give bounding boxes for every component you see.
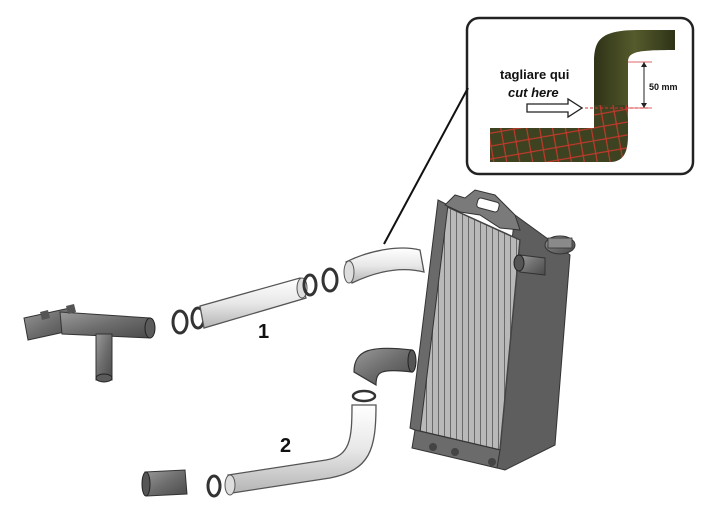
callout-leader-line (383, 87, 469, 245)
cut-arrow-icon (526, 97, 584, 119)
radiator (409, 189, 576, 471)
hose-clamp (302, 273, 318, 297)
lower-hose-elbow (353, 347, 413, 387)
inset-hose-upper (594, 30, 675, 105)
detail-callout: 50 mm tagliare qui cut here (465, 16, 695, 176)
hose-clamp (351, 389, 377, 403)
cut-instruction-en: cut here (508, 85, 559, 100)
inset-hose-mesh (490, 105, 628, 162)
lower-hose-sleeve (144, 469, 188, 497)
upper-hose-assembly: 1 (23, 247, 425, 383)
radiator-top-bracket (444, 189, 521, 231)
hose-clamp (321, 267, 339, 293)
label-lower-hose: 2 (280, 435, 291, 457)
t-fitting (23, 304, 156, 383)
dimension-label: 50 mm (649, 82, 678, 92)
lower-hose-assembly: 2 (141, 347, 417, 498)
cut-instruction-it: tagliare qui (500, 67, 569, 82)
label-upper-hose: 1 (258, 321, 269, 343)
upper-hose-curved (345, 247, 425, 284)
hose-clamp (171, 309, 189, 335)
upper-hose-straight (199, 277, 307, 329)
lower-hose-long (227, 404, 377, 494)
hose-clamp (206, 474, 222, 498)
